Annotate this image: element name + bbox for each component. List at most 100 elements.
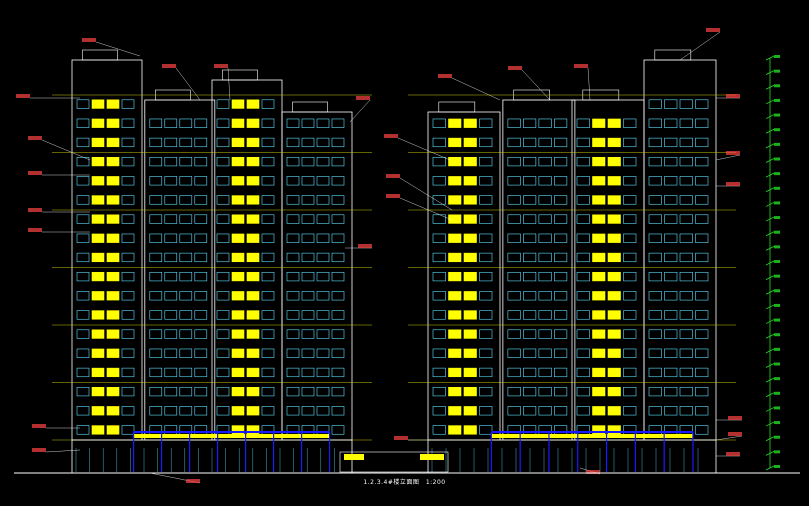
balcony — [538, 137, 552, 148]
window — [576, 214, 590, 224]
leader-line — [349, 99, 371, 123]
balcony — [179, 195, 193, 205]
window — [331, 329, 345, 339]
balcony — [679, 348, 693, 358]
window — [507, 176, 521, 186]
balcony — [538, 291, 552, 301]
window — [76, 214, 90, 224]
window — [121, 252, 135, 263]
window — [149, 329, 163, 339]
balcony — [231, 291, 245, 301]
balcony — [316, 310, 330, 320]
balcony — [106, 386, 120, 397]
window — [576, 233, 590, 243]
balcony — [91, 329, 105, 339]
balcony — [316, 291, 330, 301]
dimension-value-mark — [774, 362, 780, 366]
balcony — [231, 348, 245, 358]
dimension-value-mark — [774, 347, 780, 351]
dimension-value-mark — [774, 186, 780, 190]
window — [554, 137, 568, 148]
leader-tag — [726, 452, 740, 456]
window — [261, 252, 275, 263]
leader-tag — [586, 470, 600, 474]
balcony — [592, 386, 606, 397]
window — [479, 271, 493, 282]
window — [507, 406, 521, 416]
window — [648, 118, 662, 128]
window — [216, 252, 230, 263]
balcony — [164, 214, 178, 224]
window — [554, 252, 568, 263]
window — [286, 214, 300, 224]
window — [695, 367, 709, 378]
link-block — [339, 451, 449, 473]
window — [331, 233, 345, 243]
balcony — [463, 271, 477, 282]
balcony — [448, 310, 462, 320]
balcony — [106, 214, 120, 224]
balcony — [179, 118, 193, 128]
balcony — [607, 118, 621, 128]
dimension-value-mark — [774, 216, 780, 220]
window — [331, 195, 345, 205]
window — [576, 252, 590, 263]
balcony — [463, 310, 477, 320]
balcony — [679, 176, 693, 186]
balcony — [448, 348, 462, 358]
dimension-tick — [765, 407, 775, 412]
leader-tag — [358, 244, 372, 248]
balcony — [448, 252, 462, 263]
leader-tag — [186, 479, 200, 483]
window — [623, 118, 637, 128]
balcony — [91, 99, 105, 109]
balcony — [179, 386, 193, 397]
balcony — [664, 252, 678, 263]
window — [121, 137, 135, 148]
window — [695, 386, 709, 397]
balcony — [592, 252, 606, 263]
dimension-tick — [765, 114, 775, 119]
window — [623, 195, 637, 205]
balcony — [316, 386, 330, 397]
window — [194, 214, 208, 224]
window — [121, 233, 135, 243]
window — [261, 233, 275, 243]
balcony — [91, 118, 105, 128]
window — [576, 176, 590, 186]
balcony — [164, 195, 178, 205]
balcony — [463, 156, 477, 167]
drawing-title-text: 1.2.3.4#楼立面图 — [363, 479, 420, 486]
balcony — [523, 348, 537, 358]
balcony — [664, 271, 678, 282]
window — [149, 214, 163, 224]
window — [261, 118, 275, 128]
window — [648, 291, 662, 301]
window — [261, 386, 275, 397]
balcony — [164, 233, 178, 243]
balcony — [179, 214, 193, 224]
balcony — [523, 176, 537, 186]
balcony — [246, 367, 260, 378]
balcony — [106, 156, 120, 167]
balcony — [448, 137, 462, 148]
window — [331, 252, 345, 263]
balcony — [664, 329, 678, 339]
balcony — [179, 252, 193, 263]
window — [695, 425, 709, 435]
window — [121, 386, 135, 397]
window — [554, 329, 568, 339]
balcony — [679, 291, 693, 301]
balcony — [538, 176, 552, 186]
dimension-value-mark — [774, 84, 780, 88]
balcony — [463, 118, 477, 128]
balcony — [523, 118, 537, 128]
window — [76, 386, 90, 397]
leader-tag — [162, 64, 176, 68]
balcony — [164, 156, 178, 167]
leader-line — [175, 67, 201, 101]
balcony — [164, 252, 178, 263]
balcony — [106, 118, 120, 128]
dimension-value-mark — [774, 245, 780, 249]
balcony — [164, 367, 178, 378]
